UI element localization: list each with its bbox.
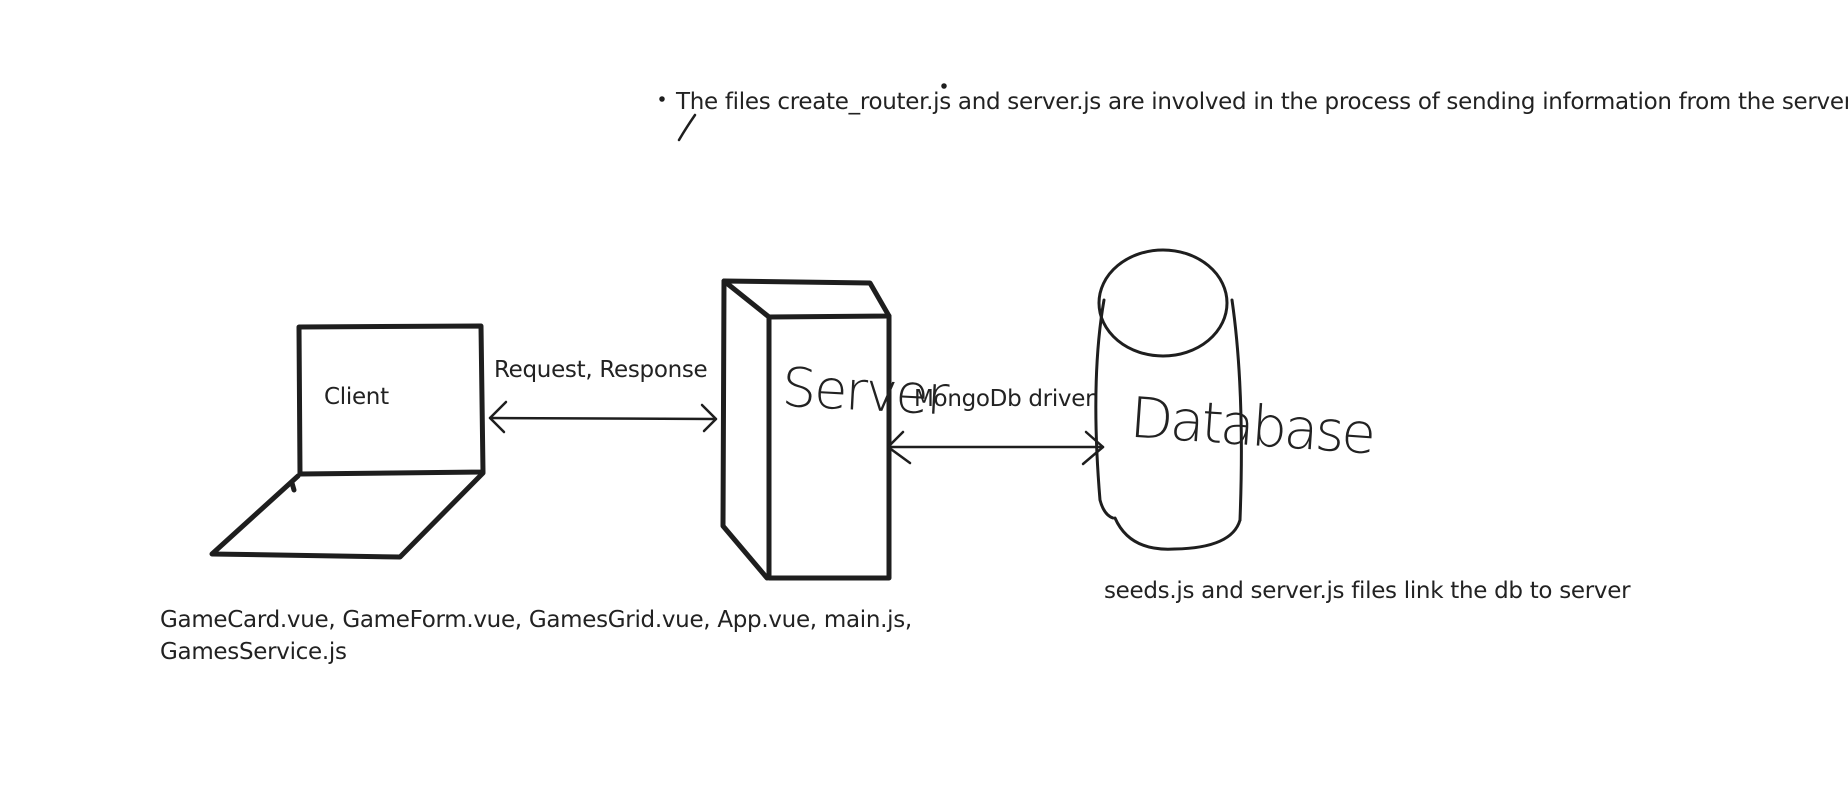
mongodb-driver-arrow	[886, 430, 1105, 466]
server-icon	[720, 278, 892, 581]
database-note: seeds.js and server.js files link the db…	[1104, 578, 1631, 604]
client-files-line2: GamesService.js	[160, 639, 347, 665]
stray-marks	[659, 83, 947, 142]
top-note: The files create_router.js and server.js…	[676, 89, 1848, 115]
laptop-icon	[209, 323, 486, 560]
client-files-line1: GameCard.vue, GameForm.vue, GamesGrid.vu…	[160, 607, 912, 633]
mongodb-driver-label: MongoDb driver	[914, 386, 1095, 412]
request-response-arrow	[488, 400, 718, 434]
request-response-label: Request, Response	[494, 357, 708, 383]
client-label: Client	[324, 384, 389, 410]
database-icon	[1094, 248, 1243, 551]
